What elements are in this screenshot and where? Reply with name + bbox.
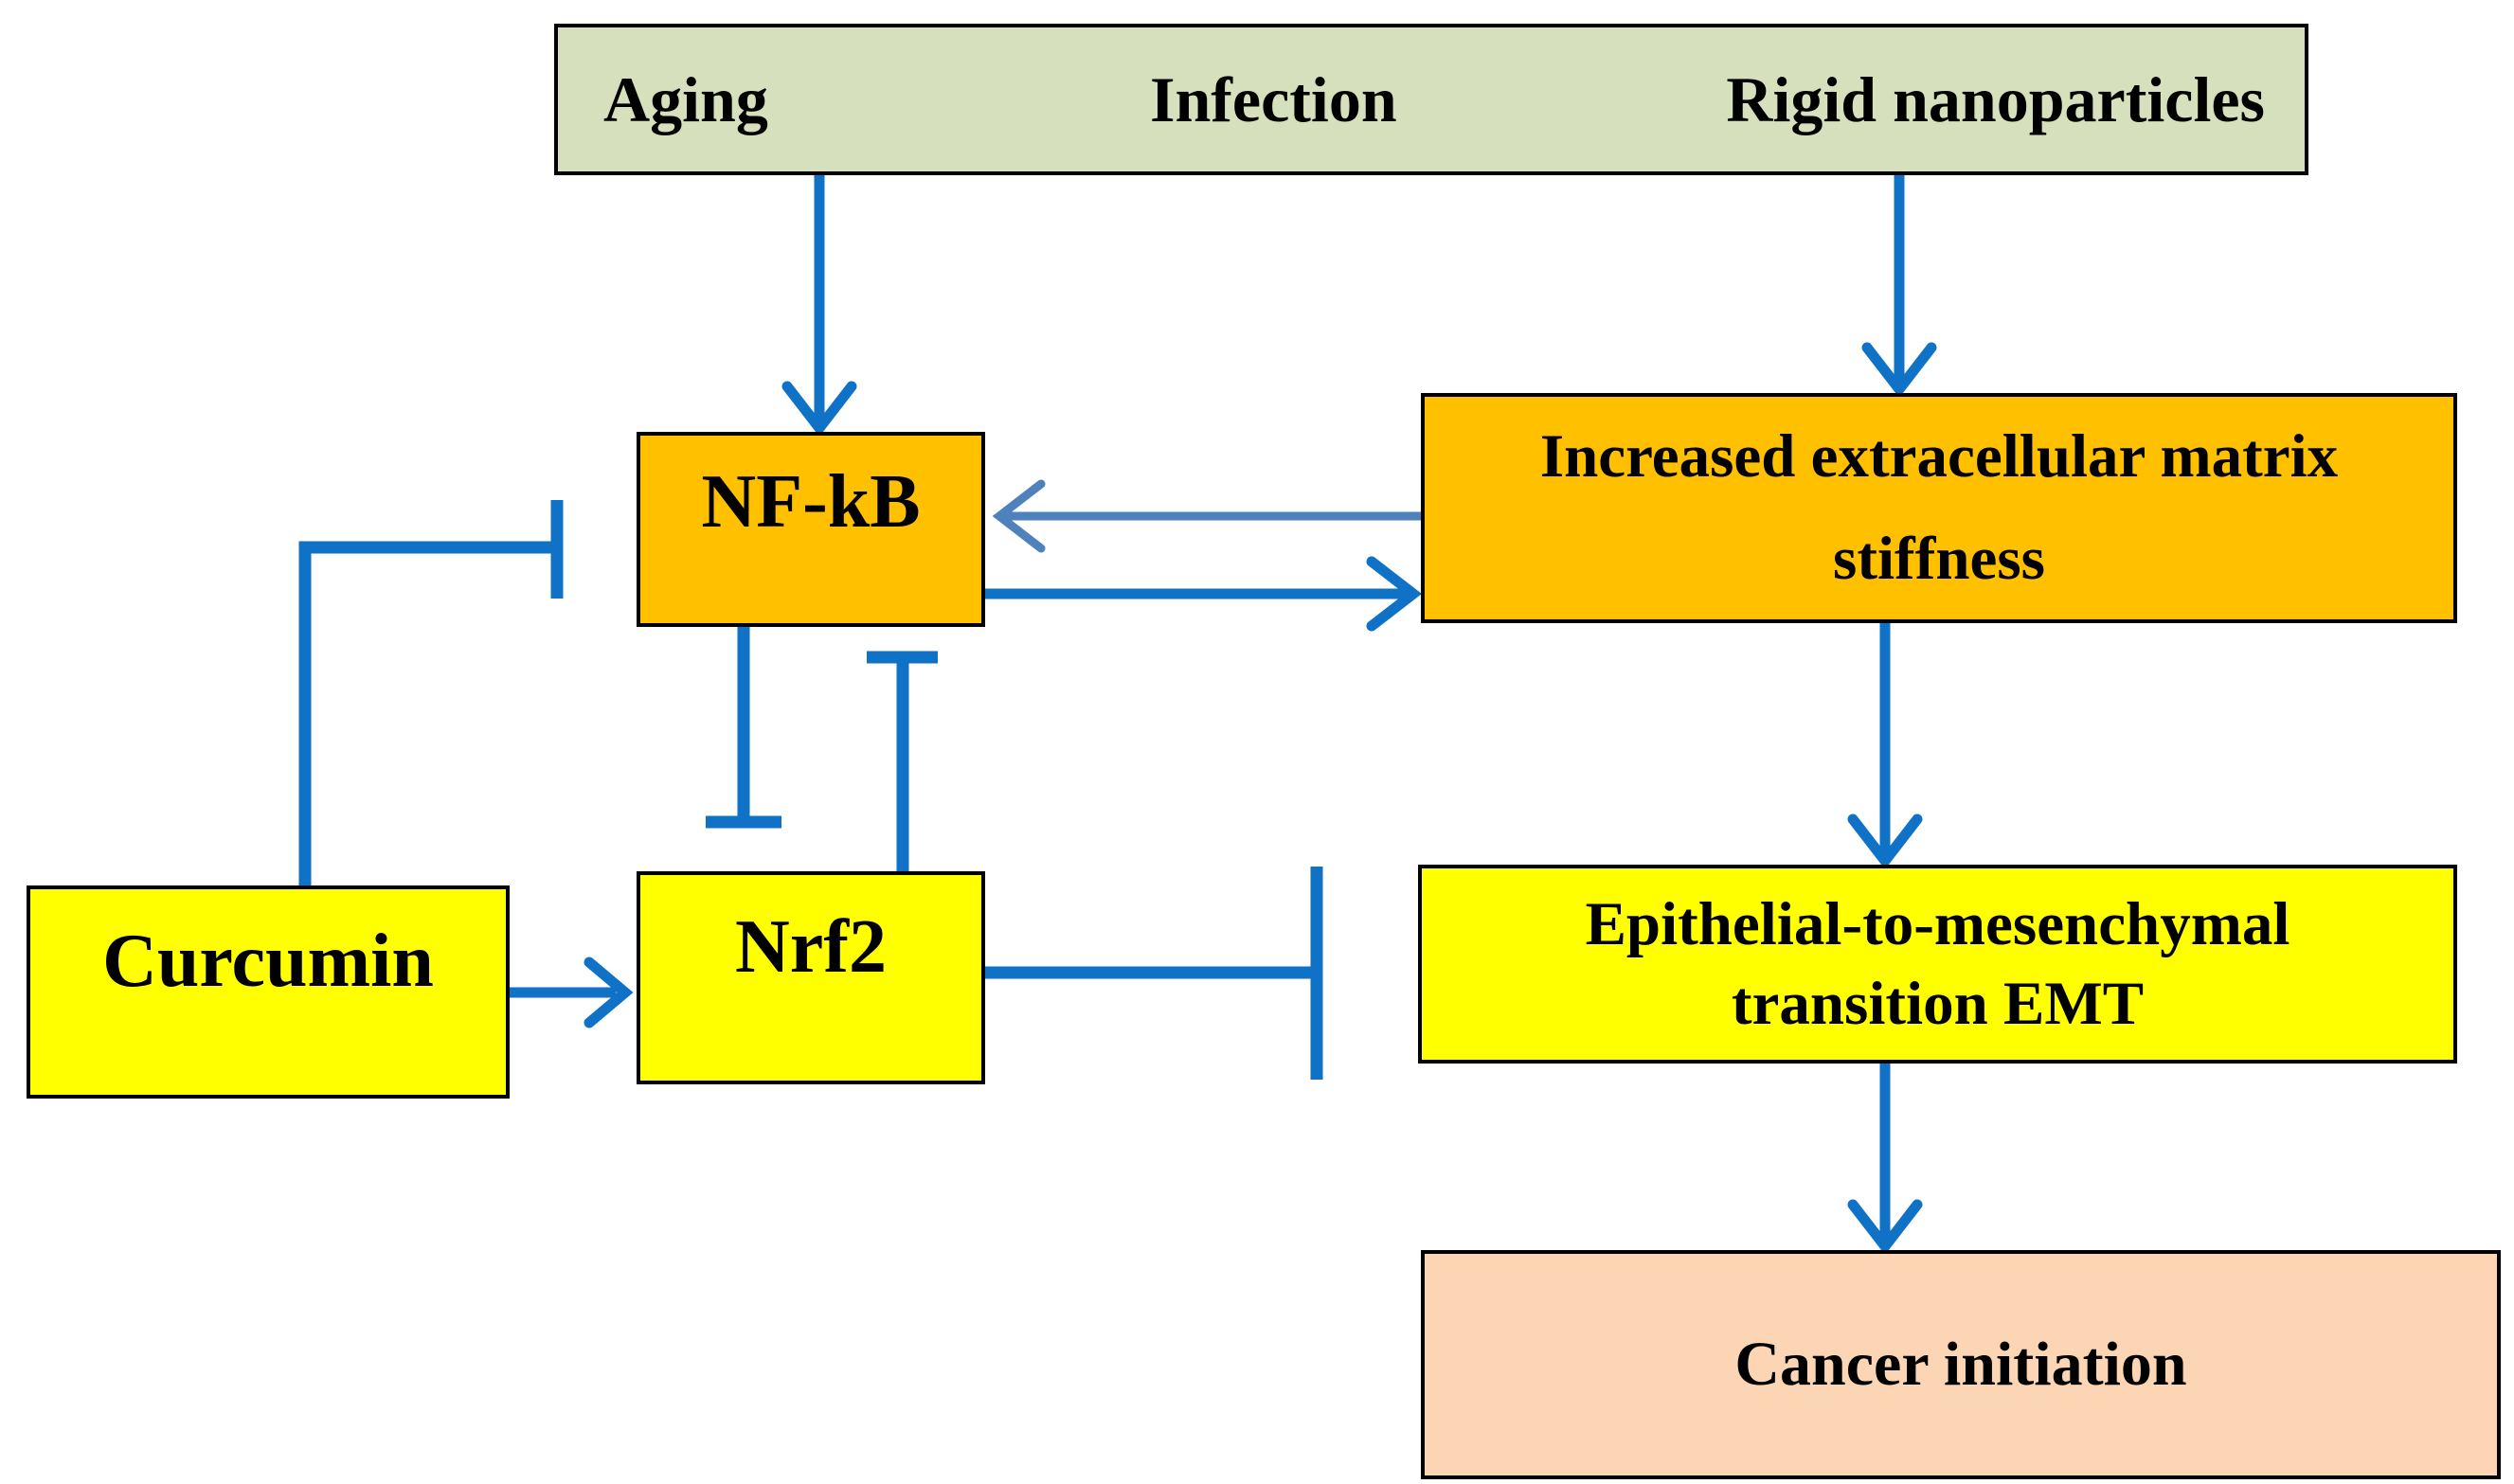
inhibit-nrf2-nfkb [867,651,938,871]
arrowhead-down-icon [781,381,857,437]
label-rigid-nanoparticles: Rigid nanoparticles [1726,63,2265,135]
arrowhead-left-icon [992,479,1046,553]
arrowhead-down-icon [1847,814,1923,869]
edge-matrix-emt [1847,617,1923,869]
inhibit-curcumin-nfkb [298,500,564,885]
label-matrix-line2: stiffness [1833,524,2045,593]
label-curcumin: Curcumin [102,920,434,1003]
label-nfkb: NF-kB [701,460,921,544]
edge-nfkb-matrix [979,556,1422,632]
label-matrix-line1: Increased extracellular matrix [1539,422,2339,492]
node-nfkb: NF-kB [637,432,985,627]
label-infection: Infection [1150,63,1397,135]
node-cancer-initiation: Cancer initiation [1421,1250,2501,1479]
node-matrix-stiffness: Increased extracellular matrix stiffness [1421,393,2457,623]
label-emt-line2: transition EMT [1731,970,2145,1038]
edge-aging-nfkb [781,170,857,437]
arrowhead-right-icon [584,957,634,1028]
arrowhead-right-icon [1366,556,1422,632]
edge-rigid-matrix [1861,170,1937,398]
node-emt: Epithelial-to-mesenchymal transition EMT [1418,865,2457,1064]
node-nrf2: Nrf2 [637,871,985,1084]
label-aging: Aging [603,63,768,135]
arrowhead-down-icon [1861,342,1937,398]
arrowhead-down-icon [1847,1199,1923,1255]
node-triggers: Aging Infection Rigid nanoparticles [554,24,2308,175]
label-cancer-initiation: Cancer initiation [1734,1330,2187,1400]
edge-matrix-nfkb [992,479,1426,553]
edge-curcumin-nrf2 [504,957,634,1028]
edge-emt-cancer [1847,1058,1923,1255]
inhibit-nfkb-nrf2 [706,627,781,829]
label-nrf2: Nrf2 [735,905,887,989]
node-curcumin: Curcumin [27,885,510,1099]
inhibit-nrf2-emt [985,867,1323,1080]
label-emt-line1: Epithelial-to-mesenchymal [1585,889,2290,958]
